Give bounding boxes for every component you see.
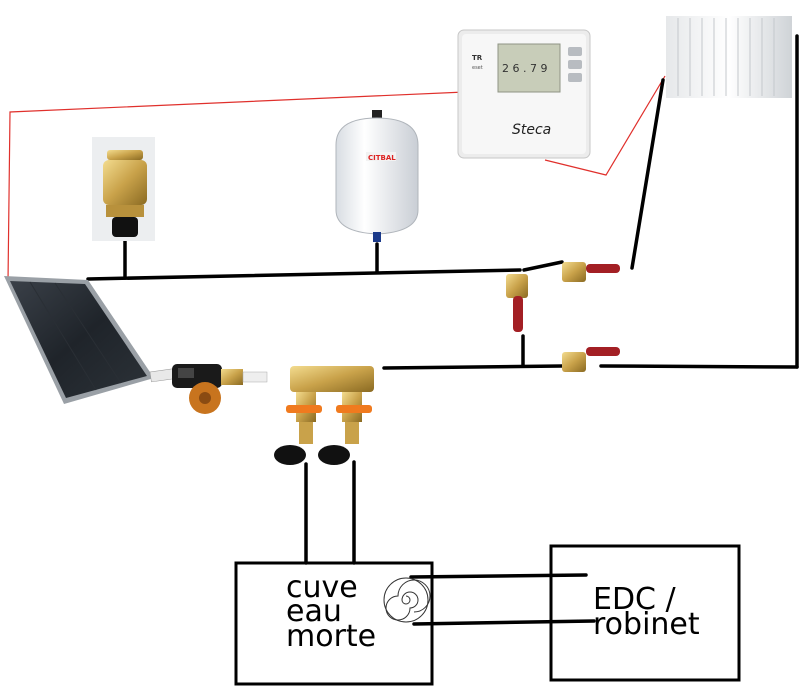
expansion-vessel-brand: CITBAL xyxy=(368,154,396,162)
tap-label-line-1: EDC / xyxy=(593,582,677,617)
thermostat-brand: Steca xyxy=(512,122,551,138)
expansion-vessel: CITBAL xyxy=(335,110,419,242)
pipe-return-to-radiator xyxy=(599,364,799,369)
pipe-top-to-valve xyxy=(522,260,564,272)
thermostat-display: 2 6 . 7 9 xyxy=(502,62,547,75)
valve-lower-right xyxy=(562,347,620,372)
air-vent xyxy=(92,137,155,241)
thermostat-model-sub: eset xyxy=(472,65,483,71)
valve-upper-right xyxy=(562,262,620,282)
thermostat: TR eset 2 6 . 7 9 Steca xyxy=(457,29,591,159)
tap-label-line-2: robinet xyxy=(593,607,700,642)
heat-exchanger-coil-icon xyxy=(383,577,431,623)
tank-label-line-1: cuve xyxy=(286,570,358,605)
tank-label-line-3: morte xyxy=(286,619,376,654)
manifold xyxy=(274,366,374,465)
wire-thermostat-to-panel xyxy=(7,91,466,283)
thermostat-model: TR xyxy=(472,54,483,62)
pipes xyxy=(86,34,799,626)
circulation-pump xyxy=(172,364,268,414)
valve-vertical xyxy=(506,274,528,332)
pipe-coil-to-tap-1 xyxy=(409,573,588,579)
pipe-valve-to-radiator-supply xyxy=(630,78,665,270)
wire-thermostat-to-radiator xyxy=(544,75,666,176)
pipe-coil-to-tap-2 xyxy=(412,619,596,626)
tap-box xyxy=(549,544,741,682)
tank-box xyxy=(234,561,434,686)
control-wires xyxy=(7,75,666,283)
pipe-return-main xyxy=(382,364,564,370)
radiator xyxy=(666,16,792,98)
solar-panel xyxy=(4,276,182,404)
pipe-top-main xyxy=(86,268,522,281)
tank-label-line-2: eau xyxy=(286,594,342,629)
